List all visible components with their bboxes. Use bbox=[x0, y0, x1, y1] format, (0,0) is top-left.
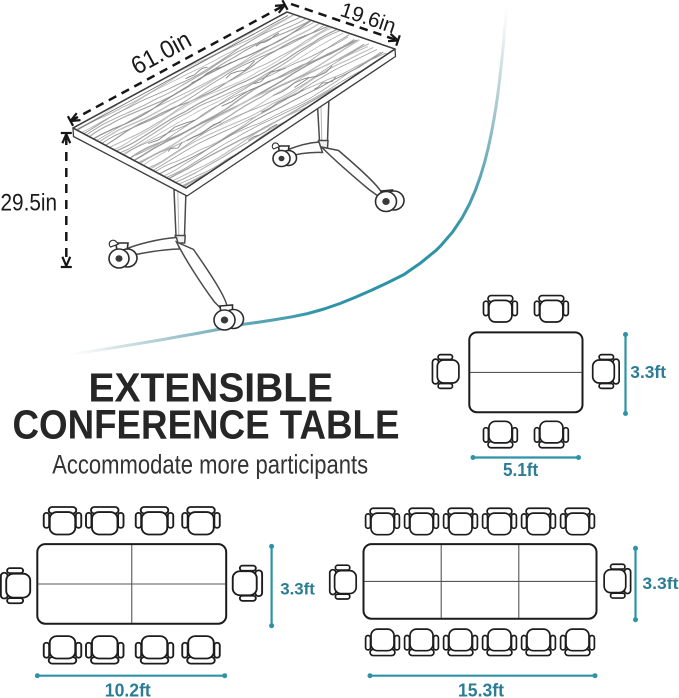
svg-text:15.3ft: 15.3ft bbox=[458, 679, 504, 698]
svg-text:10.2ft: 10.2ft bbox=[105, 679, 151, 698]
svg-text:3.3ft: 3.3ft bbox=[642, 574, 678, 593]
svg-text:29.5in: 29.5in bbox=[1, 190, 58, 217]
svg-text:5.1ft: 5.1ft bbox=[503, 459, 538, 480]
svg-text:3.3ft: 3.3ft bbox=[630, 362, 666, 382]
svg-text:CONFERENCE TABLE: CONFERENCE TABLE bbox=[13, 402, 400, 448]
svg-text:3.3ft: 3.3ft bbox=[280, 579, 315, 598]
svg-text:EXTENSIBLE: EXTENSIBLE bbox=[89, 365, 334, 411]
svg-text:Accommodate more participants: Accommodate more participants bbox=[52, 449, 368, 479]
